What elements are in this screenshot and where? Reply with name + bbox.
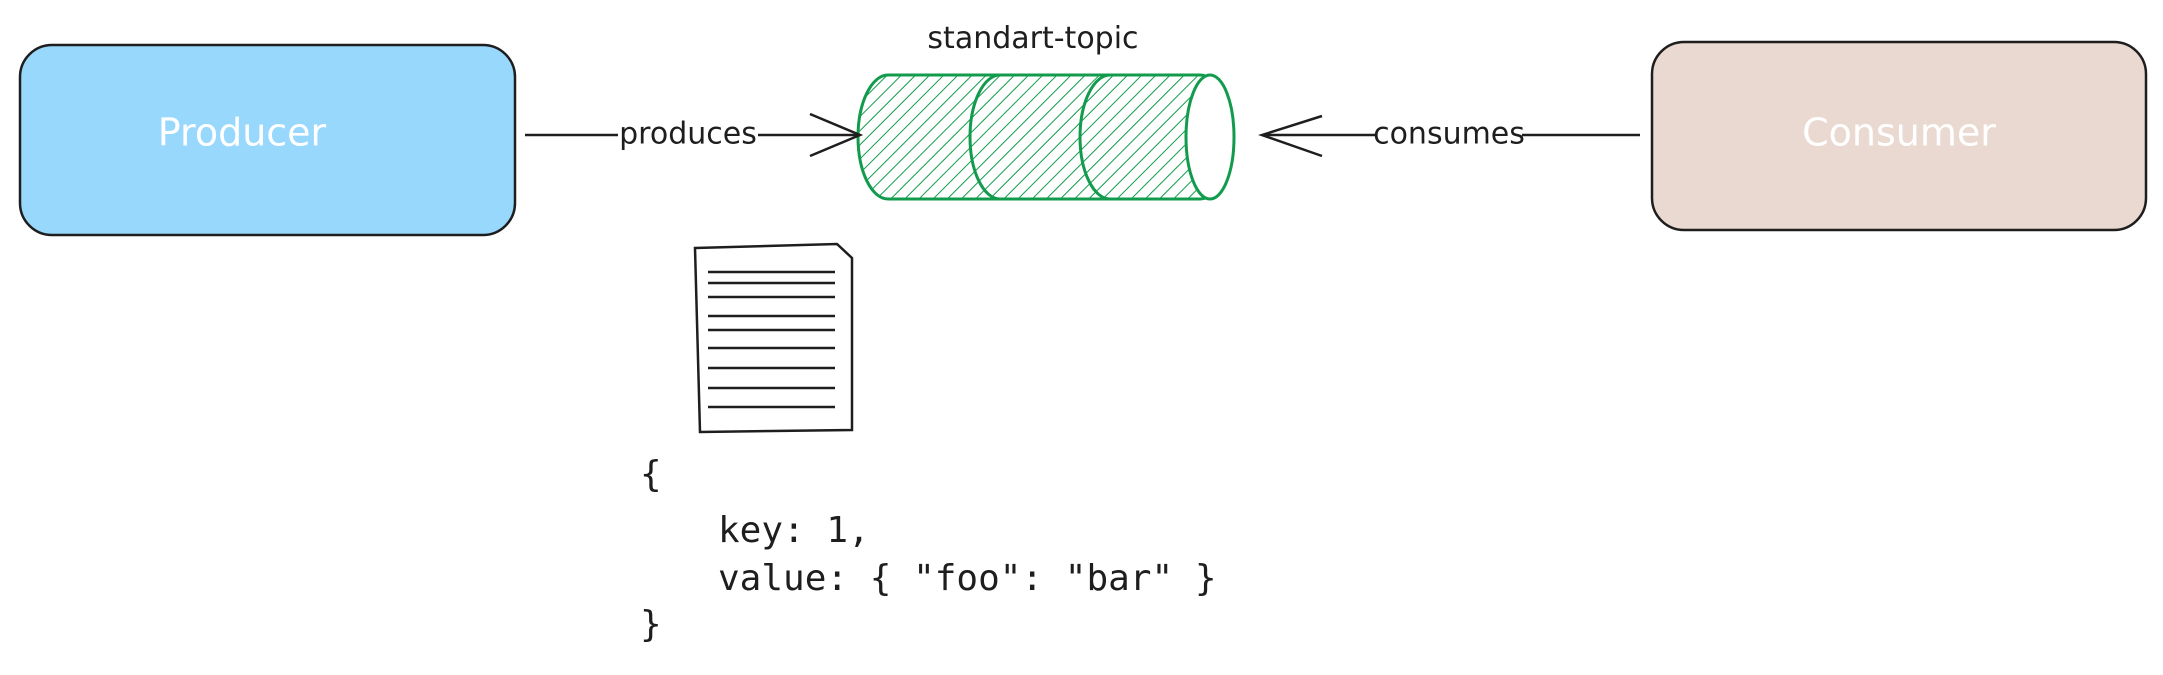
document-icon [693, 242, 854, 434]
producer-label: Producer [158, 111, 327, 155]
topic-label: standart-topic [927, 21, 1138, 56]
document-sheet [693, 242, 854, 434]
producer-node[interactable]: Producer [18, 43, 517, 237]
produces-edge[interactable]: produces [525, 112, 864, 158]
topic-segment-divider-1 [968, 73, 1001, 201]
produces-label: produces [619, 117, 757, 152]
payload-open-brace: { [640, 454, 662, 495]
topic-segment-divider-2 [1078, 73, 1111, 201]
message-payload: { key: 1, value: { "foo": "bar" } } [640, 454, 1217, 645]
document-lines [708, 270, 835, 409]
topic-cylinder-end [1184, 73, 1236, 201]
consumes-arrowhead [1258, 114, 1323, 158]
payload-key-line: key: 1, [718, 510, 870, 551]
consumes-edge[interactable]: consumes [1258, 114, 1640, 158]
consumer-label: Consumer [1802, 111, 1996, 155]
consumer-box [1650, 40, 2148, 232]
produces-arrowhead [809, 112, 864, 158]
producer-box [18, 43, 517, 237]
topic-cylinder-body [856, 73, 1232, 201]
consumer-node[interactable]: Consumer [1650, 40, 2148, 232]
payload-close-brace: } [640, 604, 662, 645]
topic-cylinder[interactable] [856, 73, 1236, 201]
payload-value-line: value: { "foo": "bar" } [718, 558, 1217, 599]
consumes-label: consumes [1373, 117, 1525, 152]
